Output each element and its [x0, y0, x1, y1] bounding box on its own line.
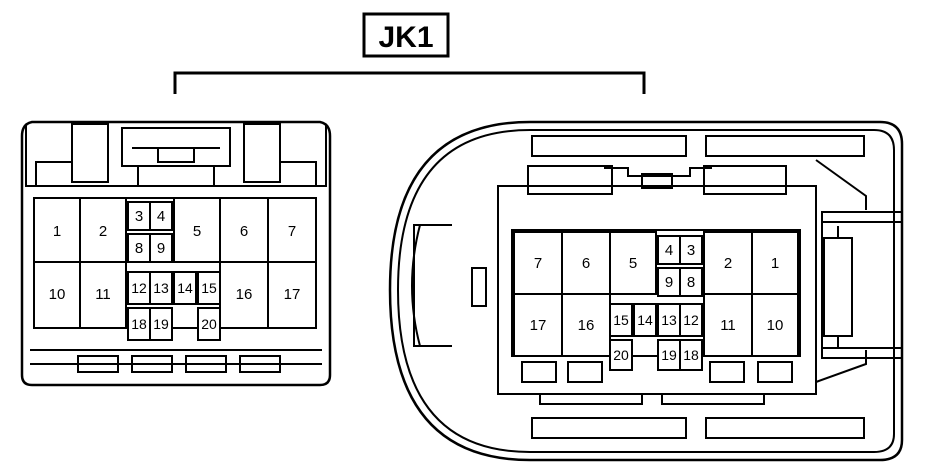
- left-pin-4: 4: [157, 208, 165, 225]
- left-pin-13: 13: [153, 280, 169, 296]
- right-pin-labels: 7 6 5 4 3 2 1 9 8 17 16 15 14 13 12 11 1…: [530, 242, 784, 363]
- label-bracket: [173, 71, 646, 94]
- right-pin-2: 2: [724, 255, 732, 272]
- left-pin-20: 20: [201, 316, 217, 332]
- right-pin-11: 11: [720, 317, 736, 334]
- left-pin-17: 17: [284, 286, 301, 303]
- left-pin-14: 14: [177, 280, 193, 296]
- left-pin-5: 5: [193, 223, 201, 240]
- left-pin-6: 6: [240, 223, 248, 240]
- right-pin-3: 3: [687, 242, 695, 259]
- right-pin-15: 15: [613, 312, 629, 328]
- left-pin-12: 12: [131, 280, 147, 296]
- right-pin-10: 10: [767, 317, 784, 334]
- left-pin-15: 15: [201, 280, 217, 296]
- right-pin-17: 17: [530, 317, 547, 334]
- left-pin-8: 8: [135, 240, 143, 257]
- right-pin-5: 5: [629, 255, 637, 272]
- right-pin-12: 12: [683, 312, 699, 328]
- right-connector: [388, 120, 904, 462]
- left-pin-7: 7: [288, 223, 296, 240]
- left-pin-grid: [33, 197, 317, 341]
- right-pin-13: 13: [661, 312, 677, 328]
- left-pin-labels: 1 2 3 4 5 6 7 8 9 10 11 12 13 14 15 16 1…: [49, 208, 301, 332]
- right-pin-7: 7: [534, 255, 542, 272]
- right-pin-9: 9: [665, 274, 673, 291]
- right-pin-8: 8: [687, 274, 695, 291]
- right-pin-19: 19: [661, 347, 677, 363]
- left-pin-2: 2: [99, 223, 107, 240]
- left-pin-1: 1: [53, 223, 61, 240]
- right-pin-grid: [513, 231, 799, 371]
- left-pin-9: 9: [157, 240, 165, 257]
- left-pin-3: 3: [135, 208, 143, 225]
- right-pin-1: 1: [771, 255, 779, 272]
- left-pin-18: 18: [131, 316, 147, 332]
- left-pin-19: 19: [153, 316, 169, 332]
- connector-label: JK1: [378, 21, 433, 54]
- right-pin-18: 18: [683, 347, 699, 363]
- right-pin-16: 16: [578, 317, 595, 334]
- right-pin-6: 6: [582, 255, 590, 272]
- connector-label-group: JK1: [173, 12, 646, 94]
- left-pin-10: 10: [49, 286, 66, 303]
- right-pin-20: 20: [613, 347, 629, 363]
- left-pin-11: 11: [95, 286, 111, 303]
- left-pin-16: 16: [236, 286, 253, 303]
- right-pin-14: 14: [637, 312, 653, 328]
- right-pin-4: 4: [665, 242, 673, 259]
